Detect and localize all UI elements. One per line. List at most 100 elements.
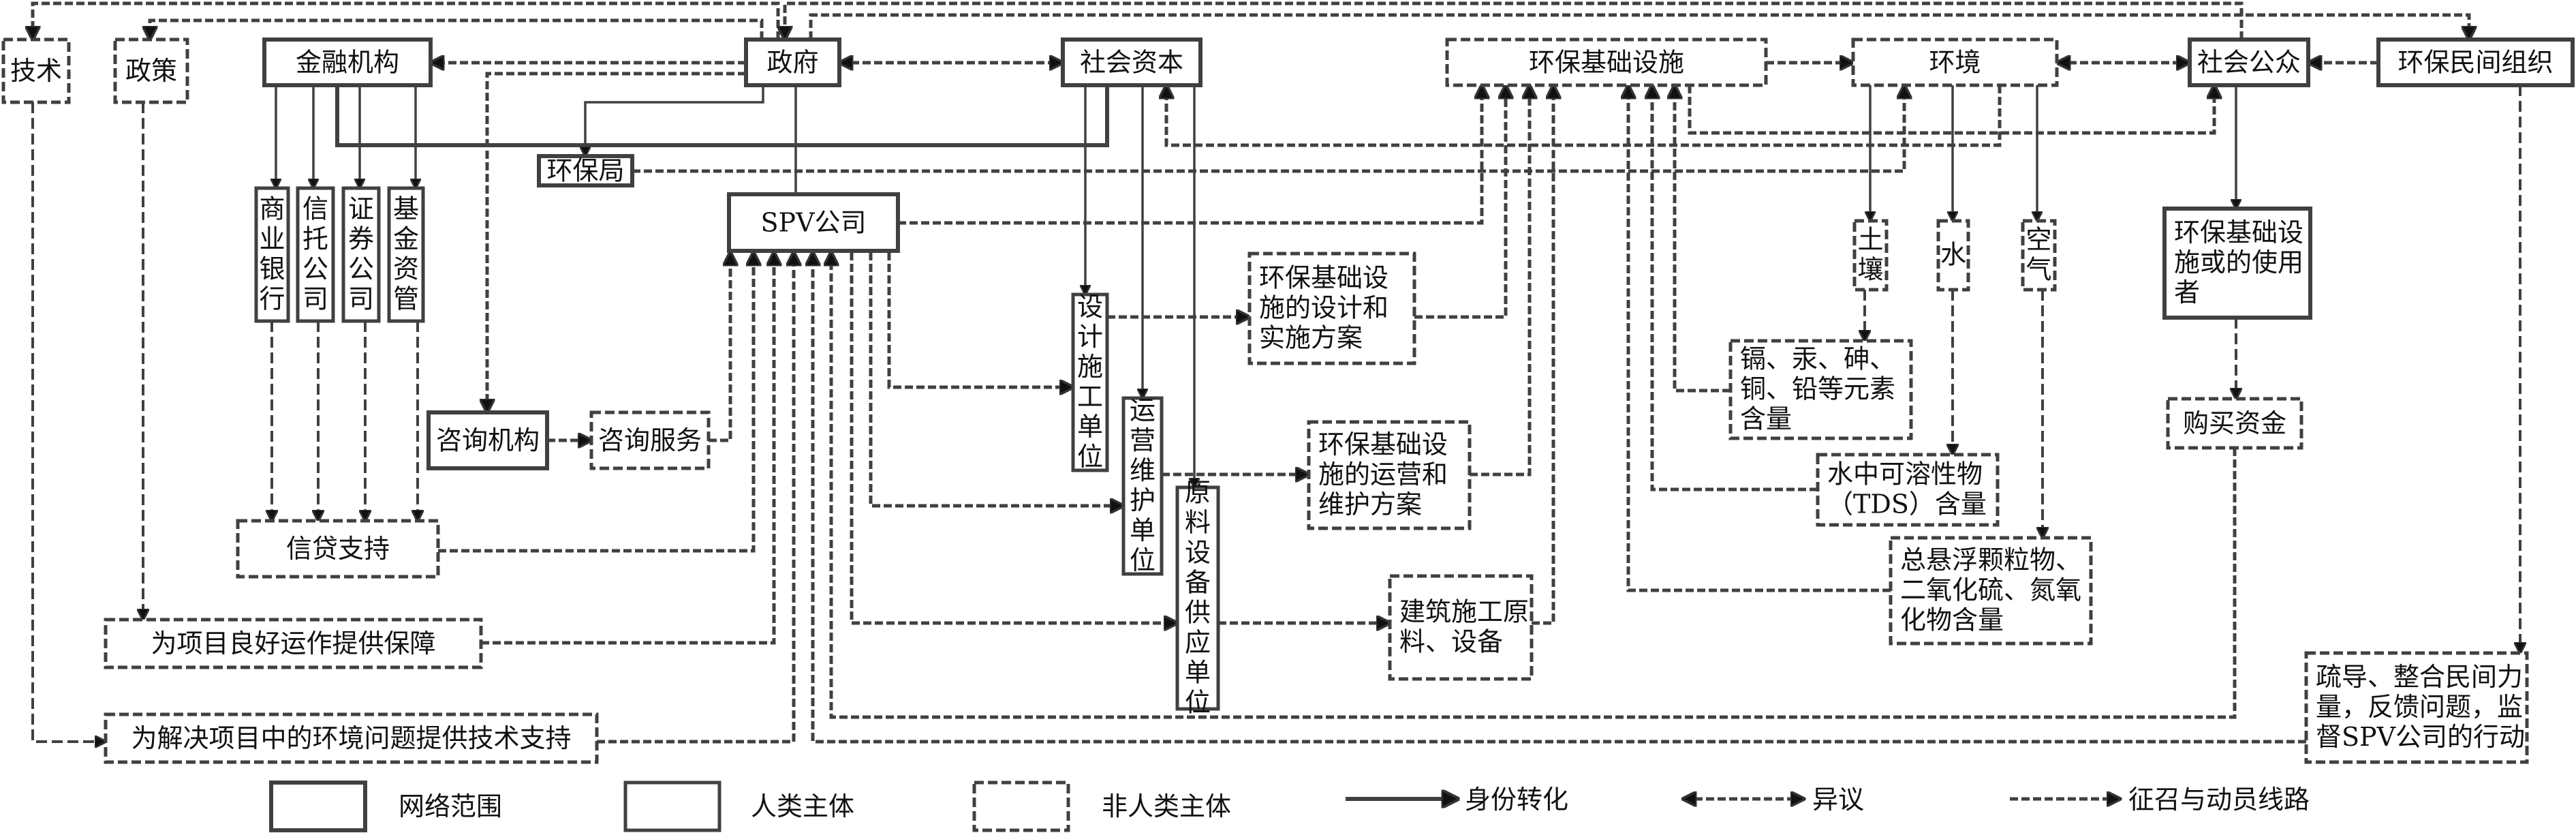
edge-credit-spv <box>438 252 754 553</box>
node-shui: 水 <box>1936 219 1970 292</box>
node-yunying-box <box>1121 396 1164 576</box>
node-zixunfuwu-box <box>589 410 711 470</box>
edge-gov-to-epb <box>585 85 764 156</box>
edge-shudao-spv <box>813 252 2306 744</box>
node-zhengfu: 政府 <box>744 37 841 87</box>
edges-layer <box>33 1 2520 744</box>
node-xindai-box <box>236 519 440 579</box>
node-jinrong-box <box>262 37 433 87</box>
node-yuanliao: 原料设备供应单位 <box>1175 478 1220 718</box>
node-kongqi-box <box>2021 219 2057 292</box>
node-jianzhu-box <box>1388 574 1534 681</box>
node-kongqiwuran-box <box>1889 536 2093 646</box>
node-huanbaosheshi-box <box>1445 37 1768 87</box>
node-zixunjigou-box <box>426 410 549 470</box>
node-zhengce-label: 政策 <box>125 56 177 86</box>
node-sheji-label: 设计施工单位 <box>1077 292 1103 472</box>
node-minjianzuzhi: 环保民间组织 <box>2376 37 2575 87</box>
edge-gov-to-tech <box>33 1 780 40</box>
node-jinrong-label: 金融机构 <box>296 48 399 78</box>
node-yuanliao-box <box>1175 485 1220 711</box>
node-yunying-label: 运营维护单位 <box>1130 395 1155 575</box>
node-xindai-label: 信贷支持 <box>286 534 390 564</box>
node-zhengfu-box <box>744 37 841 87</box>
node-zhongjinshu: 镉、汞、砷、铜、铅等元素含量 <box>1728 339 1913 440</box>
node-yuanliao-label: 原料设备供应单位 <box>1185 478 1211 718</box>
node-baozhang: 为项目良好运作提供保障 <box>104 618 483 669</box>
node-zhongjinshu-box <box>1728 339 1913 440</box>
node-zixunjigou: 咨询机构 <box>426 410 549 470</box>
edge-spv-supply <box>850 252 1177 623</box>
legend-network-scope: 网络范围 <box>269 781 502 832</box>
node-yunyingfangan-label: 环保基础设施的运营和维护方案 <box>1318 429 1448 519</box>
node-jishu-label: 技术 <box>10 56 62 86</box>
node-kongqi: 空气 <box>2021 219 2057 292</box>
node-xintuo-label: 信托公司 <box>302 194 328 314</box>
node-sheji-box <box>1071 292 1109 472</box>
edge-epb-env <box>632 85 1904 173</box>
node-baozhang-label: 为项目良好运作提供保障 <box>151 628 435 658</box>
node-huanjing-label: 环境 <box>1929 48 1981 78</box>
node-huanbaoju: 环保局 <box>537 154 634 187</box>
legend-non-human-actor-swatch <box>972 781 1070 832</box>
node-huanbaosheshi: 环保基础设施 <box>1445 37 1768 87</box>
node-shejifangan: 环保基础设施的设计和实施方案 <box>1247 252 1416 365</box>
legend-recruit-mobilize-label: 征召与动员线路 <box>2128 785 2310 815</box>
node-turang-box <box>1852 219 1889 292</box>
node-huanjing-box <box>1851 37 2059 87</box>
node-yunying: 运营维护单位 <box>1121 395 1164 576</box>
legend-dispute-label: 异议 <box>1812 785 1864 815</box>
node-shehuigongzhong-box <box>2188 37 2310 87</box>
node-goumai: 购买资金 <box>2166 397 2303 450</box>
node-shangyeyinhang-label: 商业银行 <box>259 194 285 314</box>
node-jianzhu-label: 建筑施工原料、设备 <box>1399 597 1529 657</box>
node-shehuigongzhong: 社会公众 <box>2188 37 2310 87</box>
node-huanbaoju-box <box>537 154 634 187</box>
node-shui-box <box>1936 219 1970 292</box>
edge-techsupport-spv <box>597 252 794 744</box>
edge-material-infra <box>1532 85 1553 625</box>
node-shangyeyinhang: 商业银行 <box>254 186 290 323</box>
node-shiyongzhe-box <box>2162 207 2312 320</box>
node-jishu-box <box>1 37 71 104</box>
edge-plan2-infra <box>1470 85 1530 476</box>
legend-identity-transform: 身份转化 <box>1346 785 1568 815</box>
edge-goumai-spv <box>831 252 2237 719</box>
legend-network-scope-label: 网络范围 <box>399 791 502 821</box>
node-shudao-label: 疏导、整合民间力量，反馈问题，监督SPV公司的行动 <box>2316 662 2525 752</box>
node-kongqi-label: 空气 <box>2026 225 2051 285</box>
node-shehuiziben-box <box>1061 37 1202 87</box>
node-zixunfuwu: 咨询服务 <box>589 410 711 470</box>
edge-gov-to-consult <box>487 72 746 412</box>
node-xintuo-box <box>296 186 335 323</box>
node-zhengquan: 证券公司 <box>341 186 381 323</box>
node-turang: 土壤 <box>1852 219 1889 292</box>
node-zhengce-box <box>113 37 189 104</box>
node-jishuzhichi: 为解决项目中的环境问题提供技术支持 <box>104 712 599 764</box>
node-yunyingfangan: 环保基础设施的运营和维护方案 <box>1307 420 1472 530</box>
node-jishu: 技术 <box>1 37 71 104</box>
node-yunyingfangan-box <box>1307 420 1472 530</box>
node-zhengce: 政策 <box>113 37 189 104</box>
node-zhengquan-box <box>341 186 381 323</box>
node-zixunfuwu-label: 咨询服务 <box>598 425 702 455</box>
node-huanbaosheshi-label: 环保基础设施 <box>1529 48 1684 78</box>
edge-env-socialcapital <box>1166 85 2002 147</box>
legend-dispute: 异议 <box>1683 785 1864 815</box>
legend-human-actor-label: 人类主体 <box>751 791 854 821</box>
legend-non-human-actor: 非人类主体 <box>972 781 1231 832</box>
node-huanjing: 环境 <box>1851 37 2059 87</box>
edge-spv-ops <box>869 252 1123 506</box>
node-tds: 水中可溶性物（TDS）含量 <box>1816 453 2000 527</box>
legend-human-actor-swatch <box>623 781 721 832</box>
node-shehuigongzhong-label: 社会公众 <box>2197 48 2301 78</box>
node-shui-label: 水 <box>1940 240 1966 270</box>
node-jijinziguan: 基金资管 <box>387 186 425 323</box>
legend-non-human-actor-label: 非人类主体 <box>1102 791 1231 821</box>
legend-network-scope-swatch <box>269 781 367 832</box>
edge-spv-design <box>887 252 1073 387</box>
node-jinrong: 金融机构 <box>262 37 433 87</box>
node-spv: SPV公司 <box>727 192 900 253</box>
node-shiyongzhe-label: 环保基础设施或的使用者 <box>2174 217 2303 307</box>
node-spv-box <box>727 192 900 253</box>
